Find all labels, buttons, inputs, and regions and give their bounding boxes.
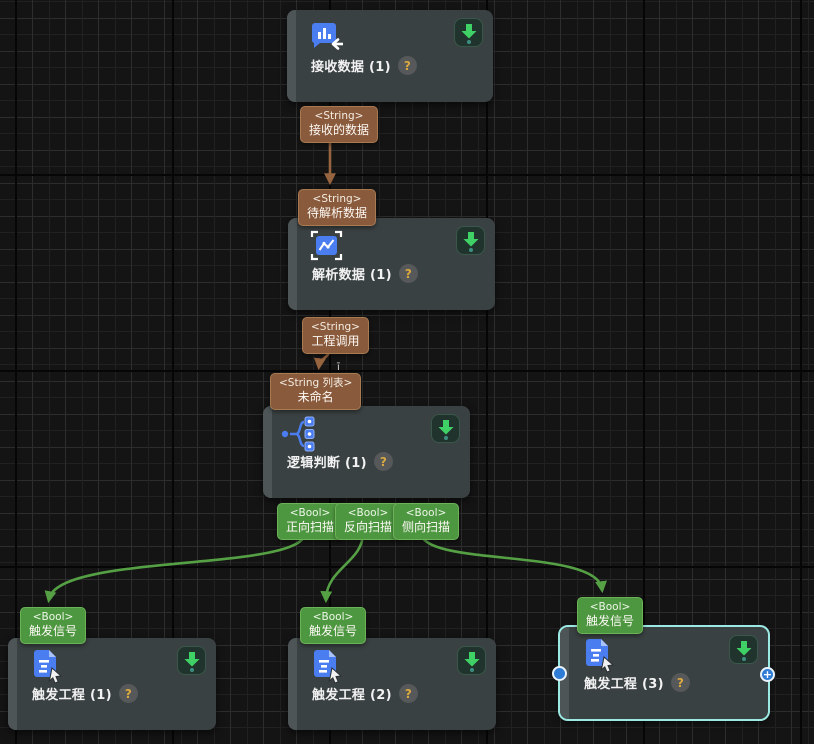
wire-bool-1[interactable] bbox=[44, 532, 307, 604]
help-badge[interactable]: ? bbox=[373, 452, 393, 471]
node-title: 触发工程 (2) bbox=[312, 688, 392, 703]
trigger-project-icon bbox=[308, 647, 346, 685]
receive-data-icon bbox=[307, 19, 345, 57]
node-logic-judge[interactable]: 逻辑判断 (1) ? bbox=[263, 406, 470, 498]
download-button[interactable] bbox=[456, 226, 485, 255]
download-button[interactable] bbox=[177, 646, 206, 675]
logic-branch-icon bbox=[280, 414, 318, 452]
wire-bool-2[interactable] bbox=[320, 532, 365, 604]
trigger-project-icon bbox=[28, 647, 66, 685]
port-data-to-parse[interactable]: <String> 待解析数据 bbox=[298, 189, 377, 227]
node-edge-strip bbox=[263, 406, 272, 498]
port-unnamed[interactable]: <String 列表> 未命名 bbox=[270, 373, 362, 411]
node-edge-strip bbox=[287, 10, 296, 102]
download-button[interactable] bbox=[457, 646, 486, 675]
add-node-handle[interactable]: + bbox=[760, 667, 775, 682]
help-badge[interactable]: ? bbox=[398, 264, 418, 283]
selection-handle-left[interactable] bbox=[552, 666, 567, 681]
node-receive-data[interactable]: 接收数据 (1) ? bbox=[287, 10, 493, 102]
node-title: 触发工程 (3) bbox=[584, 677, 664, 692]
port-side-scan[interactable]: <Bool> 侧向扫描 bbox=[393, 503, 460, 541]
node-title: 触发工程 (1) bbox=[32, 688, 112, 703]
port-trigger-signal-3[interactable]: <Bool> 触发信号 bbox=[577, 597, 644, 635]
port-reverse-scan[interactable]: <Bool> 反向扫描 bbox=[335, 503, 402, 541]
download-button[interactable] bbox=[454, 18, 483, 47]
port-received-data[interactable]: <String> 接收的数据 bbox=[300, 106, 379, 144]
node-trigger-project-1[interactable]: 触发工程 (1) ? bbox=[8, 638, 216, 730]
port-trigger-signal-1[interactable]: <Bool> 触发信号 bbox=[20, 607, 87, 645]
node-edge-strip bbox=[288, 218, 297, 310]
help-badge[interactable]: ? bbox=[670, 673, 690, 692]
node-parse-data[interactable]: 解析数据 (1) ? bbox=[288, 218, 495, 310]
download-button[interactable] bbox=[431, 414, 460, 443]
node-trigger-project-3[interactable]: 触发工程 (3) ? bbox=[558, 625, 770, 721]
port-project-call[interactable]: <String> 工程调用 bbox=[302, 317, 369, 355]
trigger-project-icon bbox=[580, 636, 618, 674]
port-forward-scan[interactable]: <Bool> 正向扫描 bbox=[277, 503, 344, 541]
download-button[interactable] bbox=[729, 635, 758, 664]
node-trigger-project-2[interactable]: 触发工程 (2) ? bbox=[288, 638, 496, 730]
info-glyph: ī bbox=[337, 362, 340, 373]
help-badge[interactable]: ? bbox=[397, 56, 417, 75]
help-badge[interactable]: ? bbox=[118, 684, 138, 703]
help-badge[interactable]: ? bbox=[398, 684, 418, 703]
wire-bool-3[interactable] bbox=[419, 532, 607, 594]
node-title: 逻辑判断 (1) bbox=[287, 456, 367, 471]
node-edge-strip bbox=[288, 638, 297, 730]
port-trigger-signal-2[interactable]: <Bool> 触发信号 bbox=[300, 607, 367, 645]
node-title: 接收数据 (1) bbox=[311, 60, 391, 75]
node-edge-strip bbox=[8, 638, 17, 730]
parse-data-icon bbox=[308, 227, 346, 265]
node-title: 解析数据 (1) bbox=[312, 268, 392, 283]
